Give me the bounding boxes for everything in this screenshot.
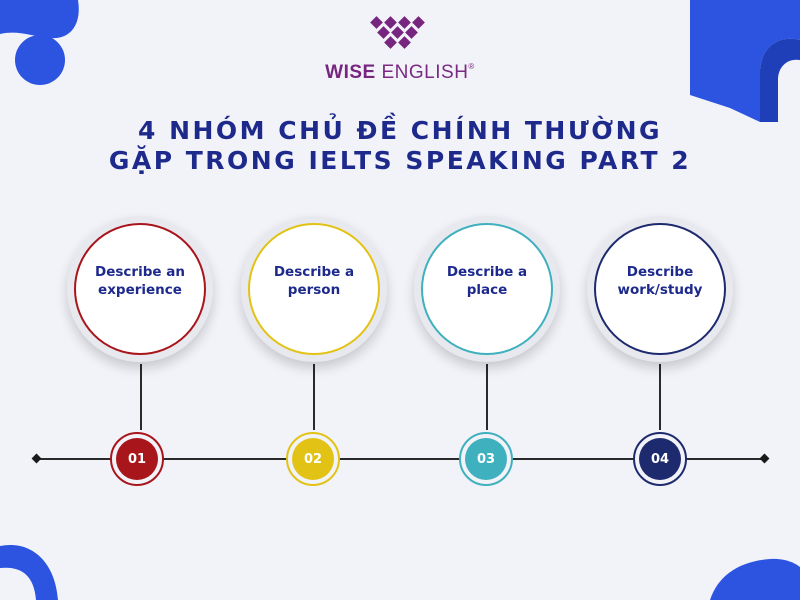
- topic-circle-3: Describe a place: [414, 216, 560, 362]
- registered-mark: ®: [468, 62, 475, 71]
- topic-circle-3-ring: Describe a place: [421, 223, 553, 355]
- connector-4: [659, 364, 661, 430]
- topic-badge-3: 03: [459, 432, 513, 486]
- timeline-start-diamond: [31, 453, 42, 464]
- topic-label-2: Describe a person: [273, 264, 355, 298]
- topic-number-3: 03: [465, 438, 507, 480]
- topic-badge-4: 04: [633, 432, 687, 486]
- topic-circle-1: Describe an experience: [67, 216, 213, 362]
- timeline-end-diamond: [759, 453, 770, 464]
- topic-badge-1: 01: [110, 432, 164, 486]
- logo-icon: [370, 16, 425, 49]
- topic-number-1: 01: [116, 438, 158, 480]
- brand-name-regular: ENGLISH: [375, 62, 469, 83]
- topic-badge-2: 02: [286, 432, 340, 486]
- topic-number-2: 02: [292, 438, 334, 480]
- topic-label-1: Describe an experience: [95, 264, 185, 298]
- blob-top-left: [0, 0, 79, 85]
- topic-label-3: Describe a place: [446, 264, 528, 298]
- connector-2: [313, 364, 315, 430]
- topic-number-4: 04: [639, 438, 681, 480]
- arch-bottom-left: [0, 544, 58, 600]
- brand-logo-text: WISE ENGLISH®: [0, 62, 800, 84]
- timeline-line: [36, 458, 765, 460]
- blob-bottom-right: [710, 558, 800, 600]
- brand-name-bold: WISE: [325, 62, 376, 83]
- connector-3: [486, 364, 488, 430]
- topic-circle-2-ring: Describe a person: [248, 223, 380, 355]
- topic-circle-1-ring: Describe an experience: [74, 223, 206, 355]
- connector-1: [140, 364, 142, 430]
- topic-circle-4: Describe work/study: [587, 216, 733, 362]
- title-line-2: GẶP TRONG IELTS SPEAKING PART 2: [108, 146, 692, 175]
- topic-circle-4-ring: Describe work/study: [594, 223, 726, 355]
- topic-circle-2: Describe a person: [241, 216, 387, 362]
- title-line-1: 4 NHÓM CHỦ ĐỀ CHÍNH THƯỜNG: [137, 116, 663, 145]
- topic-label-4: Describe work/study: [617, 264, 703, 298]
- arch-top-right: [690, 0, 800, 122]
